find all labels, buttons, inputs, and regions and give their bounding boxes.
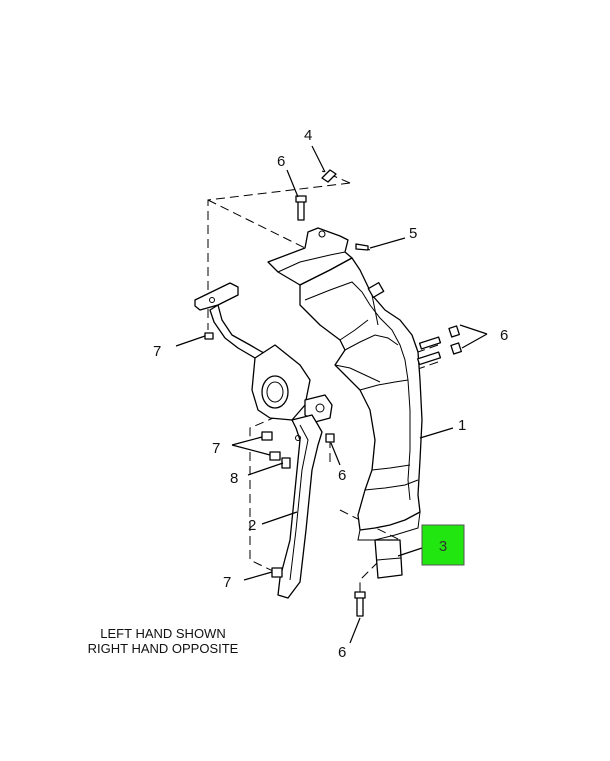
skirt-strip-part-3 bbox=[374, 539, 403, 579]
leader-lines bbox=[175, 145, 488, 644]
nut-7b-icon bbox=[261, 431, 273, 441]
note-line-1: LEFT HAND SHOWN bbox=[100, 626, 225, 641]
callout-6-right: 6 bbox=[500, 327, 508, 344]
highlight-label: 3 bbox=[439, 538, 447, 555]
nut-7c-icon bbox=[271, 567, 283, 578]
bracket-part-2 bbox=[194, 282, 333, 599]
callout-6-top: 6 bbox=[277, 153, 285, 170]
bolt-6-bottom-icon bbox=[356, 595, 364, 617]
callout-labels: 4 6 5 6 7 1 7 6 8 2 7 6 bbox=[153, 127, 508, 661]
clip-8-icon bbox=[281, 457, 291, 469]
callout-7-mid: 7 bbox=[212, 440, 220, 457]
callout-5: 5 bbox=[409, 225, 417, 242]
callout-4: 4 bbox=[304, 127, 312, 144]
callout-8: 8 bbox=[230, 470, 238, 487]
callout-6-mid: 6 bbox=[338, 467, 346, 484]
bolt-6-top-icon bbox=[297, 199, 305, 221]
screw-5-icon bbox=[355, 243, 369, 251]
callout-7-tab: 7 bbox=[153, 343, 161, 360]
duct-support-part-1 bbox=[267, 227, 423, 541]
highlight-box-part-3[interactable] bbox=[421, 524, 465, 566]
bolt-6-right-icon bbox=[417, 325, 462, 366]
bolt-6-mid-icon bbox=[325, 433, 335, 443]
note-line-2: RIGHT HAND OPPOSITE bbox=[88, 641, 239, 656]
callout-1: 1 bbox=[458, 417, 466, 434]
fasteners bbox=[204, 169, 462, 617]
nut-7a-icon bbox=[204, 332, 214, 340]
clip-4-icon bbox=[321, 169, 337, 183]
callout-6-bottom: 6 bbox=[338, 644, 346, 661]
callout-2: 2 bbox=[248, 517, 256, 534]
callout-7-bottom: 7 bbox=[223, 574, 231, 591]
